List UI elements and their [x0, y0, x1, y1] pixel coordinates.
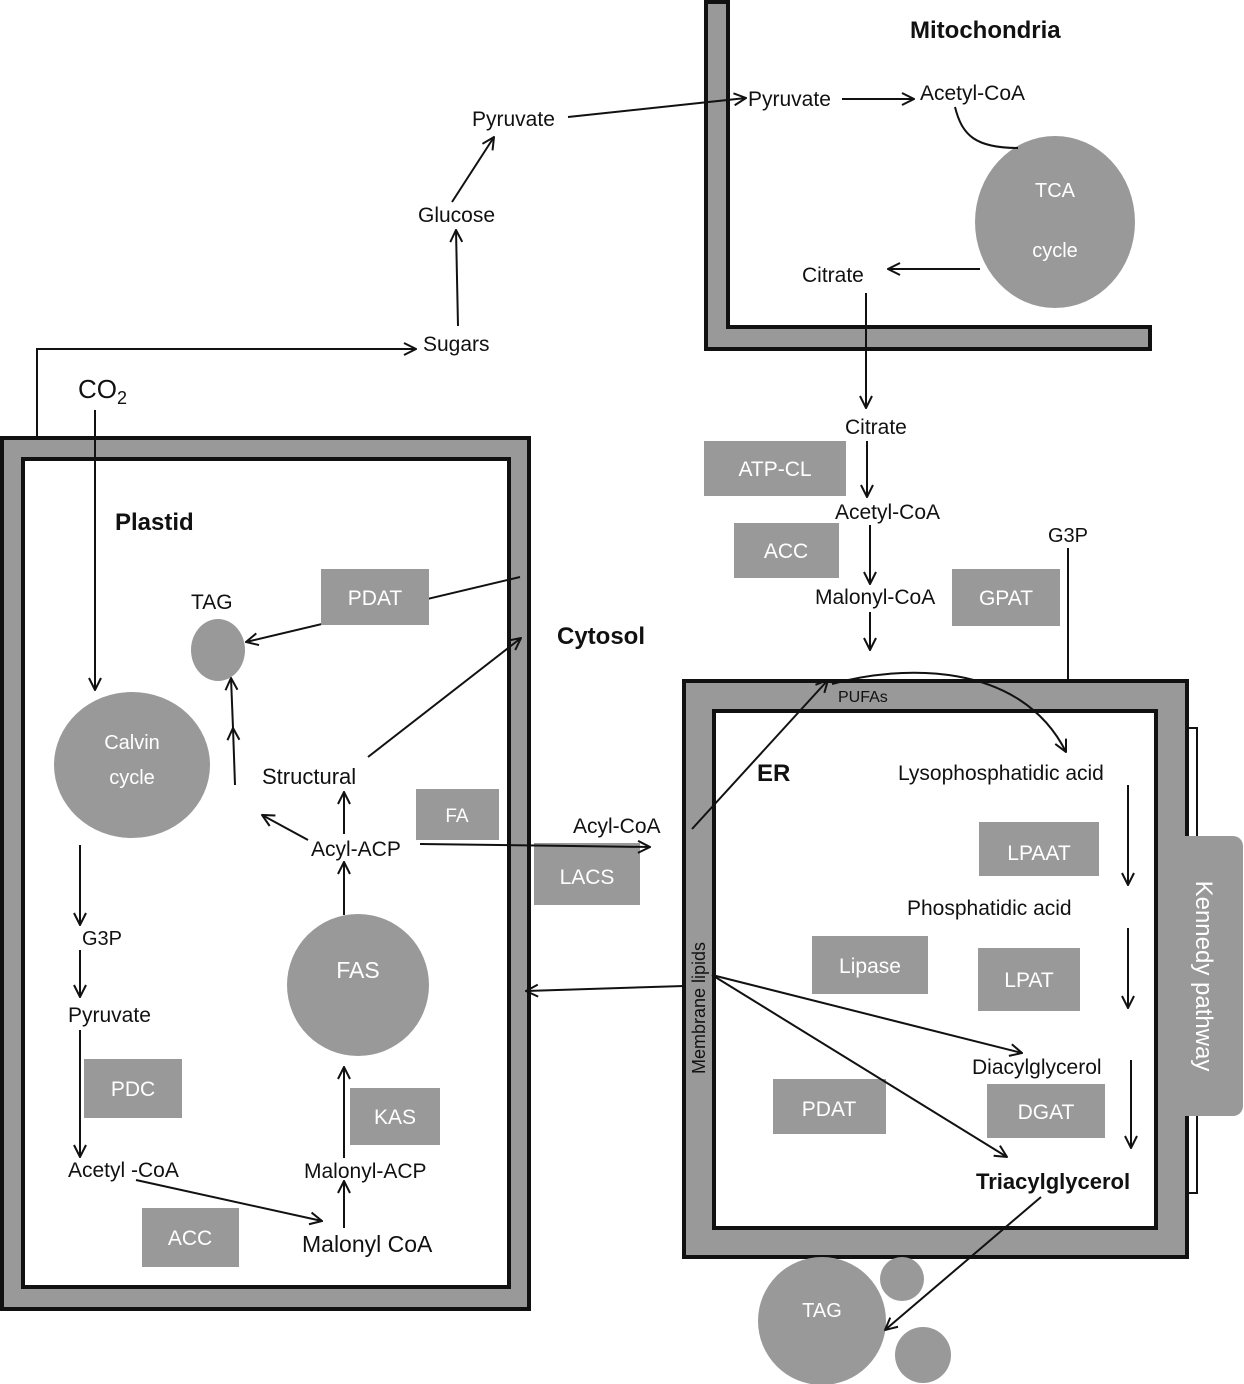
- pyruvate-mito-label: Pyruvate: [748, 88, 831, 111]
- lipase-box: Lipase: [812, 936, 928, 994]
- calvin-label: Calvin: [104, 732, 160, 754]
- acc-cytosol-label: ACC: [764, 540, 808, 563]
- sugars-label: Sugars: [423, 333, 490, 356]
- arrow-pufas-to-lpa: [831, 671, 1066, 752]
- mitochondria-membrane: [704, 0, 1152, 351]
- acetyl-coa-plastid-label: Acetyl -CoA: [68, 1159, 179, 1182]
- glucose-label: Glucose: [418, 204, 495, 227]
- calvin-cycle-circle: [54, 692, 210, 838]
- fas-circle: [287, 914, 429, 1056]
- acc-cytosol-box: ACC: [734, 523, 839, 578]
- pdc-label: PDC: [111, 1078, 155, 1101]
- arrow-glucose-to-pyruvate: [451, 137, 494, 203]
- lpat-box: LPAT: [978, 948, 1080, 1011]
- dgat-label: DGAT: [1018, 1101, 1075, 1124]
- pdc-box: PDC: [84, 1059, 182, 1118]
- calvin-cycle-label: cycle: [109, 767, 155, 789]
- co2-label: CO2: [78, 374, 127, 408]
- lacs-label: LACS: [560, 866, 615, 889]
- mitochondria-label: Mitochondria: [910, 17, 1061, 44]
- curve-acetylcoa-to-tca: [954, 106, 1019, 149]
- acetyl-coa-cytosol-label: Acetyl-CoA: [835, 501, 940, 524]
- acc-plastid-label: ACC: [168, 1227, 212, 1250]
- acetyl-coa-mito-label: Acetyl-CoA: [920, 82, 1025, 105]
- tag-droplets: [758, 1257, 951, 1384]
- malonyl-coa-cytosol-label: Malonyl-CoA: [815, 586, 935, 609]
- citrate-cytosol-label: Citrate: [845, 416, 907, 439]
- pyruvate-cytosol-label: Pyruvate: [472, 108, 555, 131]
- lipase-label: Lipase: [839, 955, 901, 978]
- kennedy-pathway-tab: Kennedy pathway: [1160, 836, 1243, 1116]
- arrow-triacylglycerol-to-tag: [885, 1196, 1042, 1330]
- pdat-plastid-label: PDAT: [348, 587, 403, 610]
- arrow-acylacp-to-acylcoa: [419, 844, 650, 847]
- arrow-membrane-lipids-to-plastid: [526, 986, 685, 991]
- lysophosphatidic-acid-label: Lysophosphatidic acid: [898, 762, 1104, 785]
- pdat-plastid-box: PDAT: [321, 569, 429, 625]
- malonyl-coa-plastid-label: Malonyl CoA: [302, 1231, 433, 1257]
- pdat-er-label: PDAT: [802, 1098, 857, 1121]
- acyl-coa-label: Acyl-CoA: [573, 815, 661, 838]
- arrow-branch-up-2: [231, 678, 233, 729]
- er-membrane: [682, 679, 1189, 1259]
- membrane-lipids-label: Membrane lipids: [689, 942, 709, 1074]
- tca-cycle-circle: [975, 136, 1135, 308]
- arrow-membrane-lipids-to-tag: [711, 974, 1007, 1157]
- co2-text: CO: [78, 374, 117, 404]
- lpaat-box: LPAAT: [979, 822, 1099, 876]
- arrow-membrane-lipids-to-dag: [711, 974, 1022, 1053]
- cytosol-label: Cytosol: [557, 623, 645, 650]
- pyruvate-plastid-label: Pyruvate: [68, 1004, 151, 1027]
- arrow-pyruvate-to-mito: [567, 98, 746, 118]
- g3p-cytosol-label: G3P: [1048, 525, 1088, 547]
- gpat-label: GPAT: [979, 587, 1033, 610]
- atp-cl-label: ATP-CL: [738, 458, 811, 481]
- lpaat-label: LPAAT: [1007, 842, 1071, 865]
- arrow-structural-to-cytosol: [367, 638, 521, 758]
- arrow-acylacp-to-branch: [262, 815, 309, 841]
- pufas-label: PUFAs: [838, 689, 888, 706]
- arrow-branch-up-1: [233, 728, 235, 786]
- tca-label: TCA: [1035, 180, 1076, 202]
- co2-subscript: 2: [117, 388, 127, 408]
- acc-plastid-box: ACC: [142, 1208, 239, 1267]
- dgat-box: DGAT: [987, 1084, 1105, 1138]
- er-label: ER: [757, 760, 790, 787]
- phosphatidic-acid-label: Phosphatidic acid: [907, 897, 1072, 920]
- atp-cl-box: ATP-CL: [704, 441, 846, 496]
- kennedy-pathway-label: Kennedy pathway: [1190, 881, 1217, 1072]
- fas-label: FAS: [336, 957, 379, 983]
- diacylglycerol-label: Diacylglycerol: [972, 1056, 1102, 1079]
- structural-label: Structural: [262, 764, 356, 789]
- arrow-acylcoa-to-pufas: [691, 680, 828, 830]
- tag-droplet-label: TAG: [802, 1300, 842, 1322]
- tca-cycle-label: cycle: [1032, 240, 1078, 262]
- plastid-label: Plastid: [115, 509, 194, 536]
- gpat-box: GPAT: [952, 569, 1060, 626]
- kas-label: KAS: [374, 1106, 416, 1129]
- pdat-er-box: PDAT: [773, 1079, 886, 1134]
- kas-box: KAS: [350, 1088, 440, 1145]
- fa-label: FA: [445, 806, 469, 827]
- plastid-membrane: [0, 436, 531, 1311]
- arrow-acetylcoa-to-malonylcoa-plastid: [135, 1179, 322, 1221]
- tag-plastid-label: TAG: [191, 591, 233, 614]
- g3p-plastid-label: G3P: [82, 928, 122, 950]
- malonyl-acp-label: Malonyl-ACP: [304, 1160, 427, 1183]
- fa-box: FA: [416, 789, 499, 840]
- lpat-label: LPAT: [1004, 969, 1054, 992]
- tag-plastid-circle: [191, 619, 245, 681]
- arrow-sugars-to-glucose: [456, 230, 458, 327]
- lacs-box: LACS: [534, 843, 640, 905]
- acyl-acp-label: Acyl-ACP: [311, 838, 401, 861]
- citrate-mito-label: Citrate: [802, 264, 864, 287]
- triacylglycerol-label: Triacylglycerol: [976, 1169, 1130, 1194]
